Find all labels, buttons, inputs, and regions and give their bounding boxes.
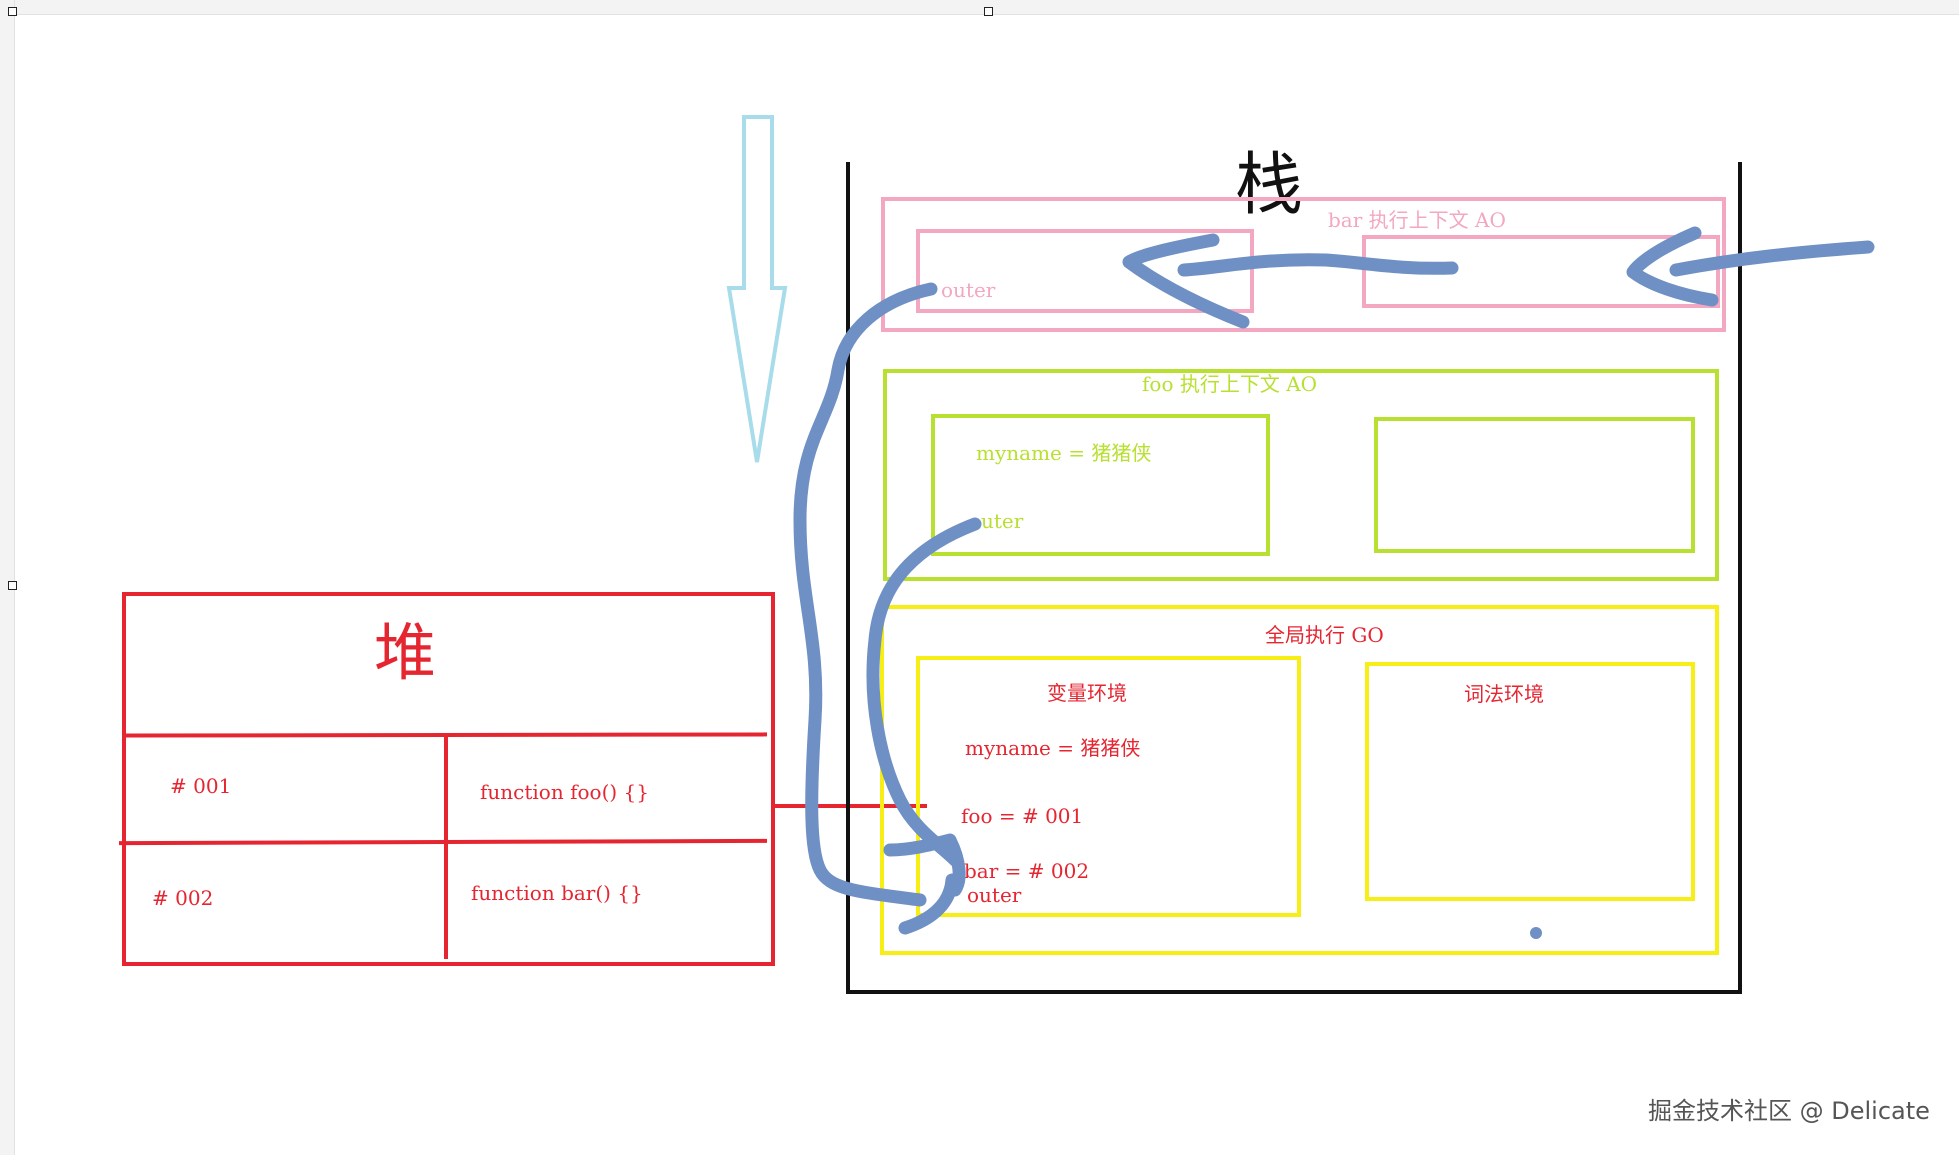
heap-address-001: # 001 — [170, 774, 232, 798]
foo-outer-line: uter — [981, 509, 1024, 533]
global-context-label: 全局执行 GO — [1265, 623, 1384, 647]
heap-value-bar: function bar() {} — [471, 881, 643, 905]
resize-handle-top-left[interactable] — [8, 7, 17, 16]
watermark-text: 掘金技术社区 @ Delicate — [1648, 1097, 1930, 1125]
hand-drawn-arrow-icon — [793, 226, 1875, 935]
variable-env-foo: foo = # 001 — [961, 804, 1084, 828]
dot-marker — [1530, 927, 1542, 939]
lexical-env-box — [1365, 662, 1695, 901]
variable-env-outer: outer — [967, 883, 1022, 907]
heap-pointer-line — [775, 804, 927, 808]
lexical-env-title: 词法环境 — [1464, 682, 1544, 706]
down-arrow-icon — [726, 115, 788, 463]
foo-right-box — [1374, 417, 1695, 553]
heap-border — [122, 592, 775, 966]
heap-value-foo: function foo() {} — [480, 780, 649, 804]
canvas-top-edge — [0, 0, 1959, 15]
resize-handle-top-center[interactable] — [984, 7, 993, 16]
foo-left-box — [931, 414, 1270, 556]
bar-outer-label: outer — [941, 278, 996, 302]
heap-address-002: # 002 — [152, 886, 214, 910]
bar-context-label: bar 执行上下文 AO — [1328, 208, 1506, 232]
variable-env-title: 变量环境 — [1047, 681, 1127, 705]
canvas-left-edge — [0, 0, 15, 1155]
foo-context-label: foo 执行上下文 AO — [1142, 372, 1318, 396]
bar-right-box — [1362, 235, 1720, 308]
heap-title: 堆 — [374, 616, 437, 689]
stack-title: 栈 — [1235, 146, 1304, 225]
resize-handle-middle-left[interactable] — [8, 581, 17, 590]
global-context-box — [880, 605, 1719, 955]
heap-column-divider — [444, 735, 448, 959]
variable-env-myname: myname = 猪猪侠 — [965, 736, 1141, 760]
stack-border — [846, 162, 1742, 994]
variable-env-box — [916, 656, 1301, 917]
foo-context-box — [883, 369, 1719, 581]
foo-myname-line: myname = 猪猪侠 — [976, 441, 1152, 465]
variable-env-bar: bar = # 002 — [964, 859, 1090, 883]
bar-outer-box — [916, 229, 1254, 313]
